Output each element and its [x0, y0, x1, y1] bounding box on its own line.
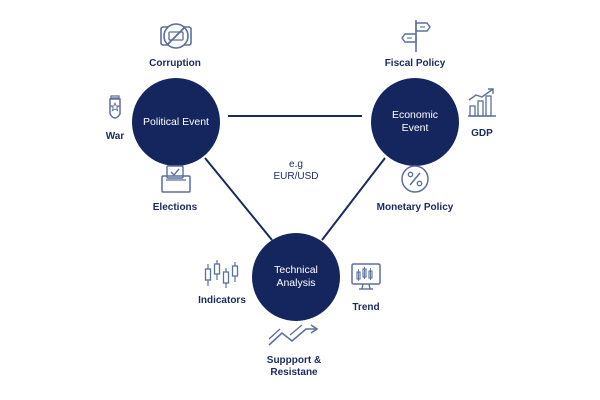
example-pair: EUR/USD — [273, 171, 319, 182]
example-prefix: e.g — [289, 159, 303, 170]
signpost-icon — [401, 20, 431, 52]
candlestick-icon — [204, 260, 239, 288]
zigzag-arrows-icon — [268, 324, 319, 346]
political-event-node: Political Event — [132, 78, 220, 166]
economic-event-label: Economic Event — [391, 109, 439, 134]
support-resistance-line-2: Resistane — [270, 367, 318, 378]
political-event-label: Political Event — [143, 115, 209, 128]
bar-chart-growth-icon — [468, 88, 496, 117]
technical-analysis-label: Technical Analysis — [274, 264, 318, 289]
line-political-technical — [204, 157, 273, 241]
trend-label: Trend — [352, 302, 380, 313]
ballot-box-icon — [161, 165, 191, 193]
gdp-label: GDP — [471, 128, 493, 139]
indicators-label: Indicators — [198, 295, 246, 306]
line-economic-technical — [321, 157, 386, 241]
support-resistance-label: Suppport & Resistane — [246, 355, 342, 379]
monetary-policy-label: Monetary Policy — [376, 202, 454, 213]
support-resistance-line-1: Suppport & — [266, 355, 322, 366]
monitor-chart-icon — [351, 263, 381, 290]
example-note: e.g EUR/USD — [266, 159, 326, 183]
technical-analysis-node: Technical Analysis — [252, 233, 340, 321]
economic-event-node: Economic Event — [371, 78, 459, 166]
percent-icon — [401, 165, 429, 193]
bomb-icon — [109, 95, 121, 119]
no-money-icon — [160, 23, 192, 49]
war-label: War — [105, 131, 125, 142]
elections-label: Elections — [152, 202, 198, 213]
corruption-label: Corruption — [149, 58, 201, 69]
fiscal-policy-label: Fiscal Policy — [384, 58, 446, 69]
